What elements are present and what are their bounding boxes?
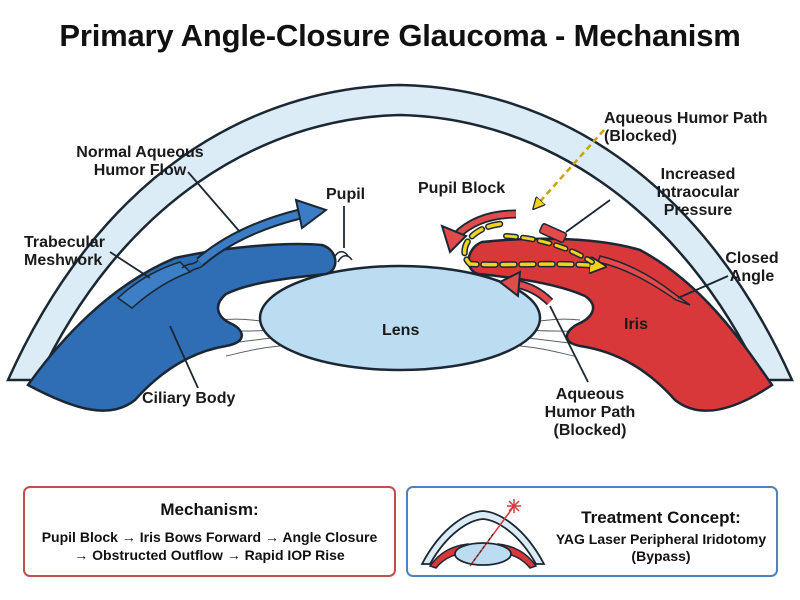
lens xyxy=(258,264,542,372)
eye-anterior-chamber-diagram xyxy=(6,83,794,412)
diagram-title: Primary Angle-Closure Glaucoma - Mechani… xyxy=(59,18,741,53)
iris-left-normal xyxy=(26,242,337,412)
mechanism-title: Mechanism: xyxy=(160,500,259,519)
label-pupil: Pupil xyxy=(326,186,366,203)
cornea xyxy=(6,83,794,382)
iris-right-closed xyxy=(467,237,774,412)
label-iris: Iris xyxy=(624,316,649,333)
pupil-block-arrowhead-top xyxy=(440,224,468,254)
leader-lines xyxy=(109,171,729,389)
iridotomy-icon xyxy=(420,499,546,569)
treatment-panel: Treatment Concept: YAG Laser Peripheral … xyxy=(406,486,778,577)
label-closed-angle: Closed Angle xyxy=(725,250,779,285)
label-lens: Lens xyxy=(382,322,420,339)
mechanism-panel: Mechanism: Pupil Block → Iris Bows Forwa… xyxy=(23,486,396,577)
pupil-squiggle xyxy=(333,251,349,259)
aqueous-path-yellow-pointer xyxy=(536,129,605,206)
label-normal-flow: Normal Aqueous Humor Flow xyxy=(76,144,204,179)
treatment-title: Treatment Concept: xyxy=(581,508,741,527)
label-increased-iop: Increased Intraocular Pressure xyxy=(656,166,740,219)
normal-flow-arrowhead xyxy=(294,198,329,230)
pressure-segment-1 xyxy=(538,223,568,243)
laser-spark-icon xyxy=(507,499,521,513)
mechanism-description: Pupil Block → Iris Bows Forward → Angle … xyxy=(41,529,378,563)
outflow-squiggle-left-2 xyxy=(189,263,205,273)
label-pupil-block: Pupil Block xyxy=(418,180,506,197)
treatment-description: YAG Laser Peripheral Iridotomy (Bypass) xyxy=(555,531,767,564)
outflow-squiggle-left xyxy=(181,259,199,269)
label-trabecular-meshwork: Trabecular Meshwork xyxy=(24,234,105,269)
label-aqueous-path-bottom: Aqueous Humor Path (Blocked) xyxy=(544,386,636,439)
label-aqueous-path-top: Aqueous Humor Path (Blocked) xyxy=(604,110,768,145)
label-ciliary-body: Ciliary Body xyxy=(142,390,236,407)
closed-angle-contact xyxy=(597,255,691,306)
blocked-path-arrowhead-bottom xyxy=(498,270,522,298)
